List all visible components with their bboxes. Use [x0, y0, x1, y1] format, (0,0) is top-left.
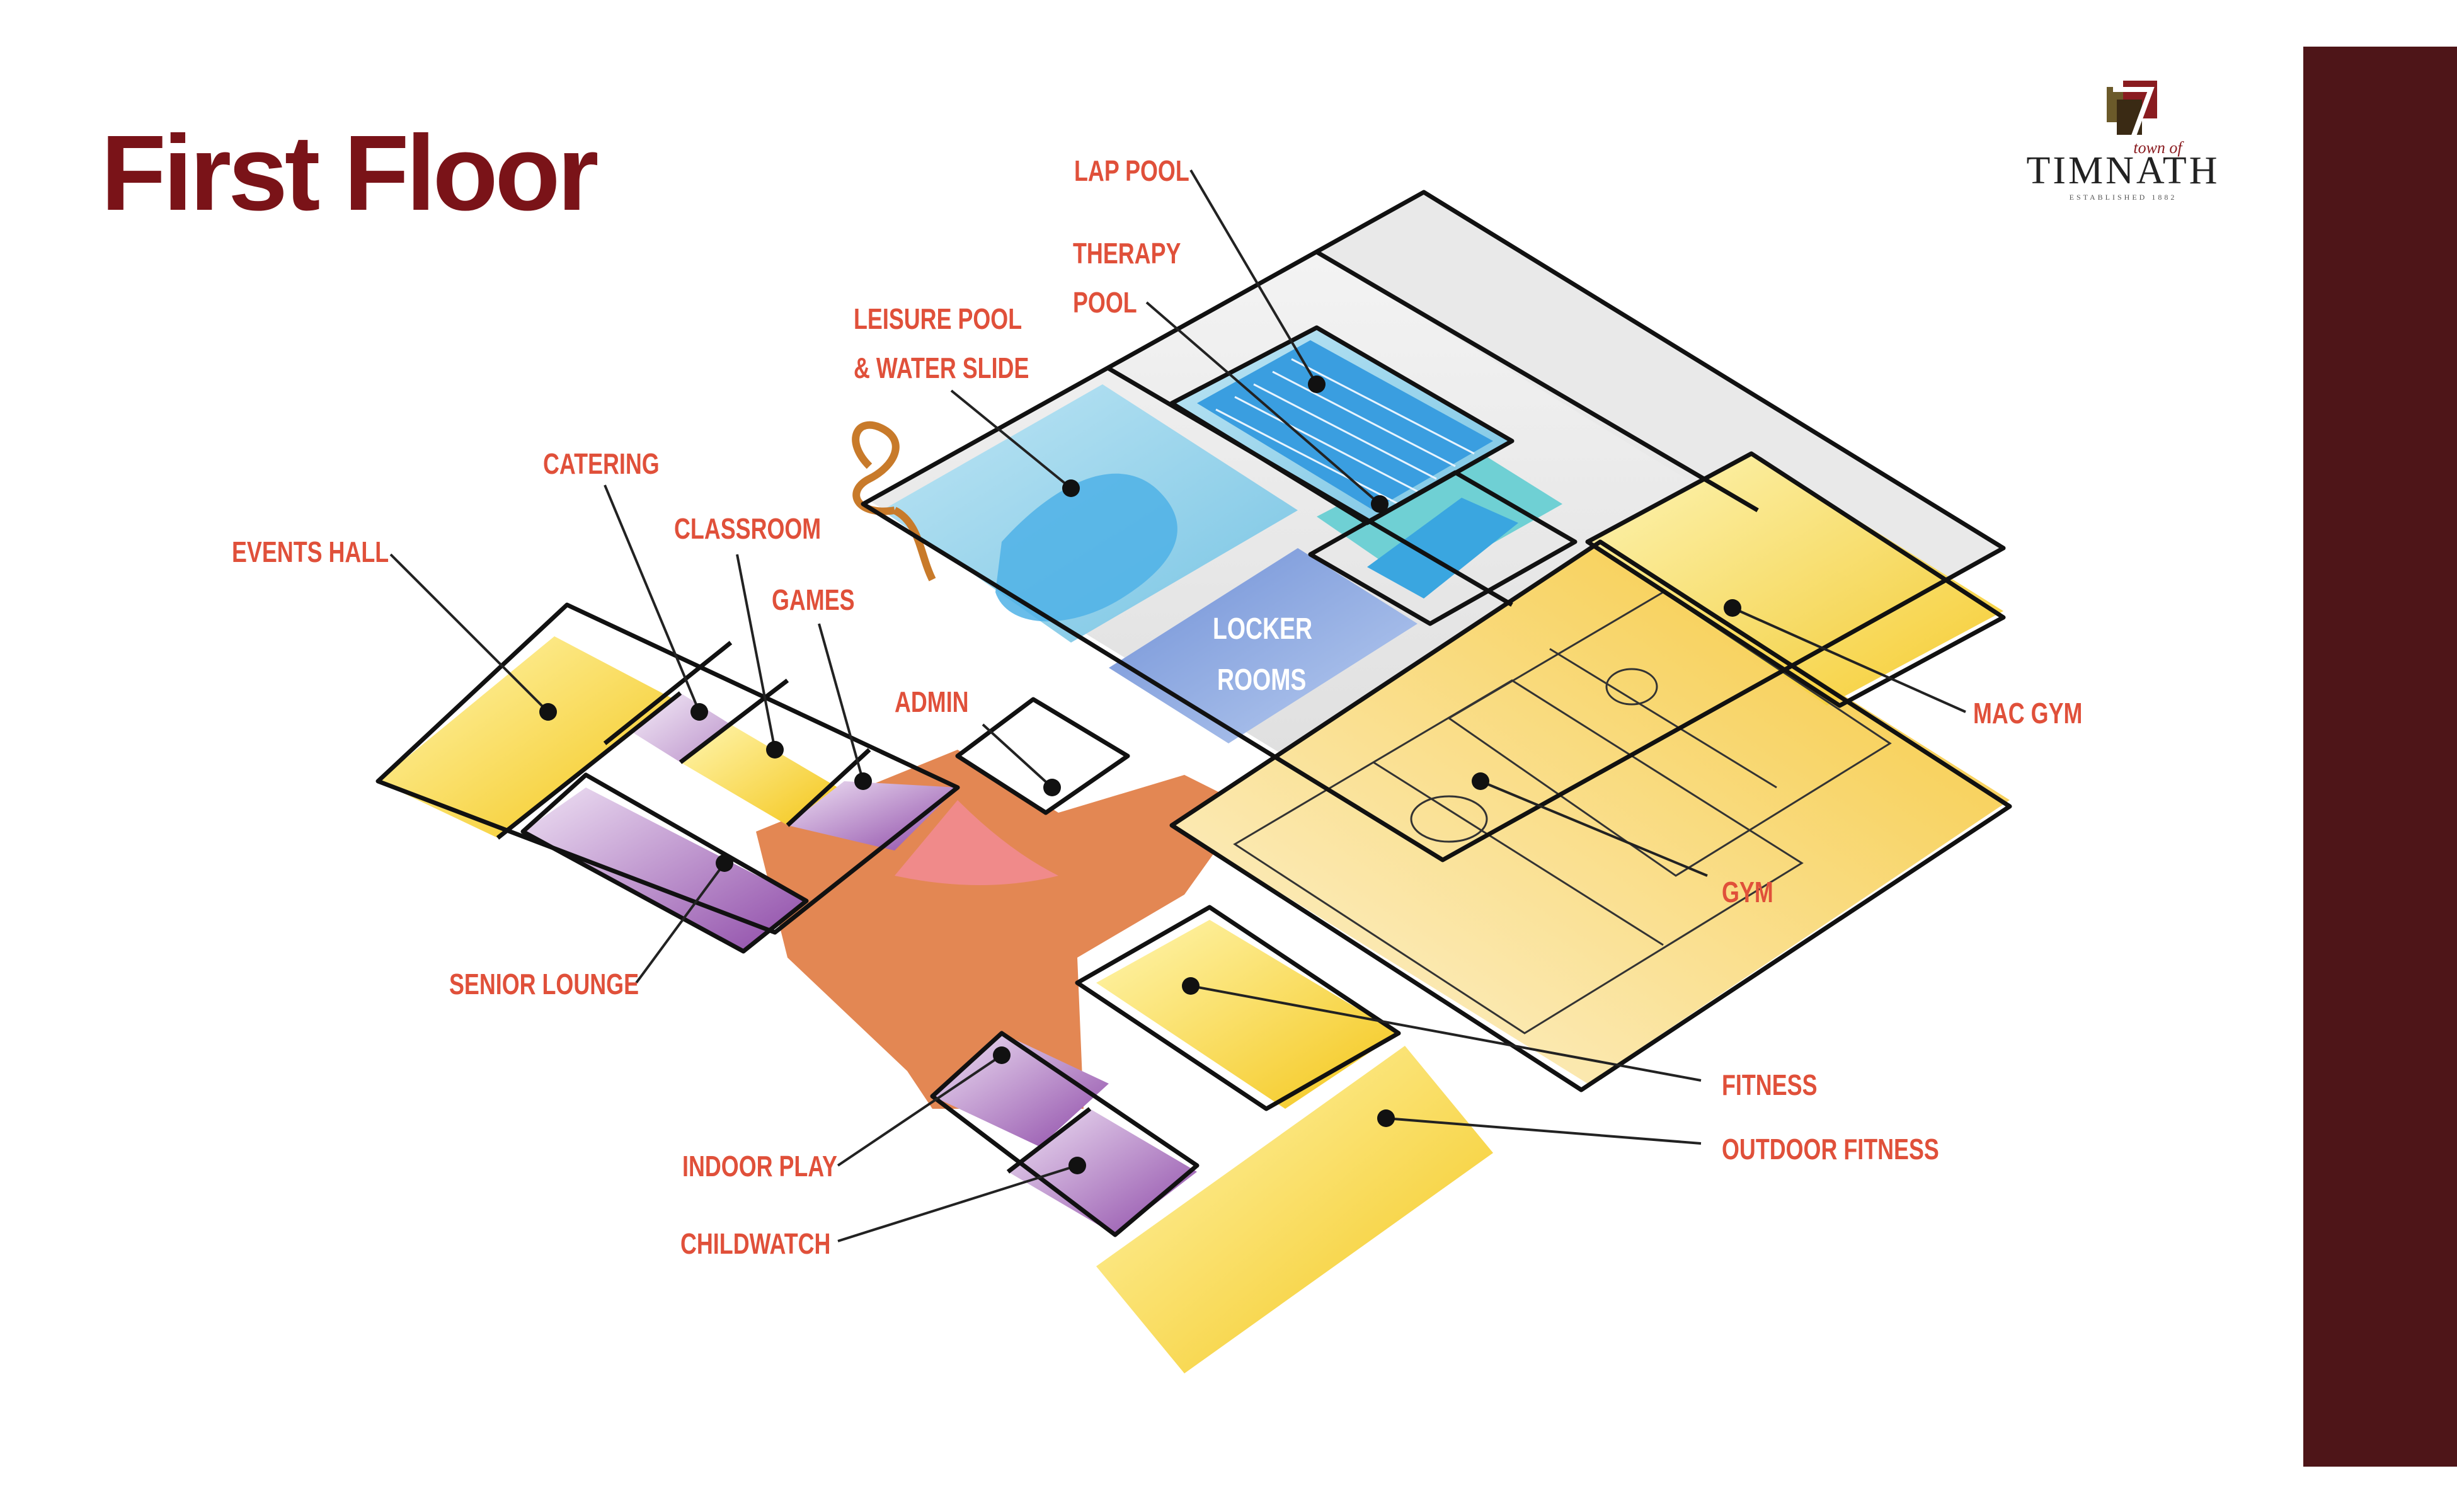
label-locker-2: ROOMS: [1217, 663, 1306, 697]
lap-pool-water: [1197, 340, 1493, 510]
label-mac-gym: MAC GYM: [1973, 697, 2082, 730]
label-events-hall: EVENTS HALL: [232, 536, 389, 568]
indoor-play-floor: [932, 1033, 1109, 1147]
lap-lanes: [1215, 358, 1475, 505]
logo-script: town of: [2133, 139, 2182, 157]
leisure-pool-water: [995, 473, 1177, 622]
admin-floor: [958, 706, 1121, 813]
label-leisure-pool-2: & WATER SLIDE: [854, 352, 1029, 384]
label-senior-lounge: SENIOR LOUNGE: [449, 968, 639, 1000]
label-catering: CATERING: [543, 448, 660, 480]
label-leisure-pool-1: LEISURE POOL: [854, 303, 1022, 335]
side-bar: [2303, 47, 2457, 1467]
therapy-pool-water: [1367, 498, 1518, 598]
label-therapy-pool-1: THERAPY: [1073, 238, 1181, 270]
label-indoor-play: INDOOR PLAY: [682, 1150, 837, 1183]
locker-rooms-floor: [1109, 548, 1418, 743]
label-locker-1: LOCKER: [1213, 612, 1312, 646]
mac-gym-floor: [1588, 454, 2003, 706]
label-fitness: FITNESS: [1722, 1069, 1818, 1101]
timnath-logo: town of TIMNATH ESTABLISHED 1882: [1978, 76, 2268, 202]
label-gym: GYM: [1722, 876, 1773, 908]
page-title: First Floor: [101, 113, 599, 233]
fitness-floor: [1096, 920, 1399, 1109]
logo-wordmark: TIMNATH: [2026, 149, 2220, 192]
leader-lines: [389, 169, 1966, 1242]
label-childwatch: CHILDWATCH: [680, 1228, 830, 1260]
therapy-pool-floor: [1317, 441, 1562, 586]
logo-established: ESTABLISHED 1882: [2069, 193, 2177, 202]
building-walls: [375, 190, 2012, 1237]
label-games: GAMES: [772, 584, 855, 616]
games-floor: [788, 781, 958, 850]
senior-lounge-floor: [523, 788, 806, 951]
court-lines: [1233, 591, 1892, 1034]
label-therapy-pool-2: POOL: [1073, 287, 1137, 319]
admin-fan: [895, 800, 1058, 885]
logo-mark-icon: [2107, 81, 2157, 139]
outdoor-fitness-floor: [1096, 1046, 1493, 1373]
label-outdoor-fitness: OUTDOOR FITNESS: [1722, 1133, 1939, 1166]
classroom-floor: [680, 724, 838, 825]
label-classroom: CLASSROOM: [674, 513, 821, 545]
label-admin: ADMIN: [895, 686, 969, 718]
label-lap-pool: LAP POOL: [1074, 155, 1189, 187]
events-hall-floor: [378, 636, 674, 838]
